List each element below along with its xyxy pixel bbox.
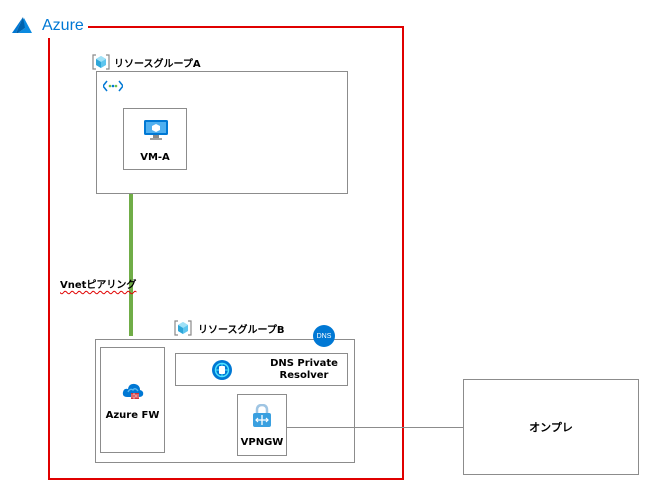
dns-resolver-label: DNS Private Resolver bbox=[270, 358, 338, 381]
dns-resolver-icon bbox=[212, 360, 232, 380]
resource-group-icon bbox=[174, 320, 192, 336]
azure-title: Azure bbox=[42, 17, 84, 34]
vnet-peering-line bbox=[129, 194, 133, 336]
dns-badge: DNS bbox=[313, 325, 335, 347]
vm-a-label: VM-A bbox=[140, 152, 170, 163]
resource-group-b-label: リソースグループB bbox=[198, 324, 285, 336]
resource-group-a-label: リソースグループA bbox=[114, 58, 201, 70]
azure-boundary bbox=[48, 26, 404, 480]
vnet-icon bbox=[103, 80, 123, 92]
resource-group-icon bbox=[92, 54, 110, 70]
onprem-label: オンプレ bbox=[529, 421, 573, 434]
azure-fw-label: Azure FW bbox=[105, 410, 160, 421]
azure-header: Azure bbox=[8, 14, 88, 38]
azure-logo-icon bbox=[12, 17, 32, 33]
vm-a-box: VM-A bbox=[123, 108, 187, 170]
vnet-peering-label: Vnetピアリング bbox=[60, 280, 137, 291]
resource-group-a-header: リソースグループA bbox=[92, 53, 201, 71]
azure-fw-box: Azure FW bbox=[100, 347, 165, 453]
vpn-gateway-icon bbox=[253, 404, 271, 427]
dns-resolver-box: DNS Private Resolver bbox=[175, 353, 348, 386]
resource-group-b-header: リソースグループB bbox=[174, 319, 285, 337]
onprem-box: オンプレ bbox=[463, 379, 639, 475]
vpngw-label: VPNGW bbox=[240, 437, 284, 448]
firewall-icon bbox=[122, 383, 144, 399]
vpn-connection-line bbox=[287, 427, 463, 428]
vpngw-box: VPNGW bbox=[237, 394, 287, 456]
virtual-machine-icon bbox=[144, 120, 168, 140]
